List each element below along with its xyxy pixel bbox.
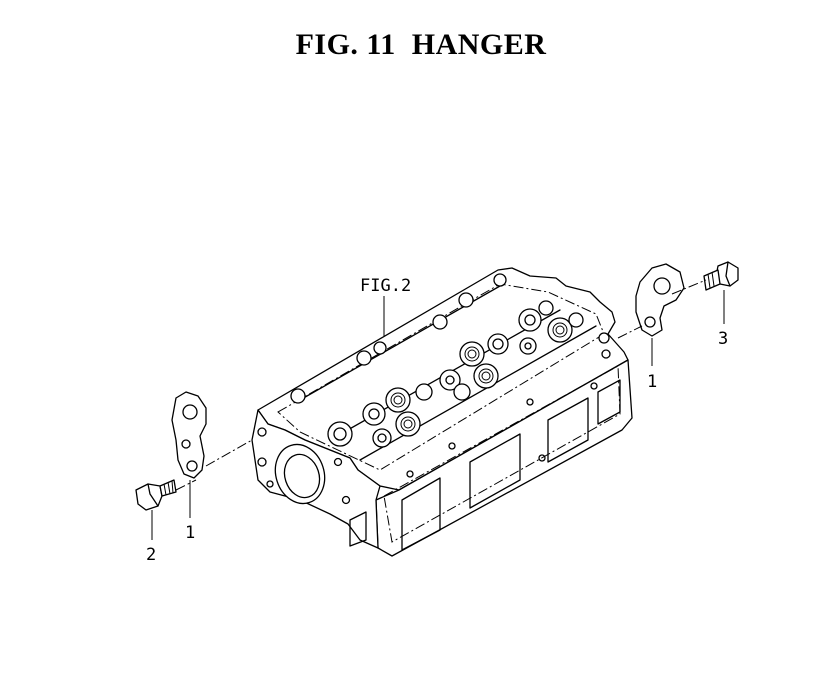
callout-bolt-right: 3 bbox=[718, 329, 728, 349]
hanger-left bbox=[171, 391, 207, 479]
callout-hanger-left: 1 bbox=[185, 523, 195, 543]
centerline-right bbox=[617, 279, 707, 339]
valve-ports bbox=[327, 300, 584, 448]
figure-title: FIG. 11 HANGER bbox=[295, 28, 547, 61]
bolt-right bbox=[703, 261, 739, 291]
bolt-left bbox=[135, 479, 177, 511]
centerline-left bbox=[175, 439, 253, 491]
callout-bolt-left: 2 bbox=[146, 545, 156, 565]
callout-hanger-right: 1 bbox=[647, 372, 657, 392]
reference-label-fig2: FIG.2 bbox=[360, 276, 411, 296]
hanger-right bbox=[635, 263, 685, 337]
cylinder-head bbox=[251, 267, 633, 557]
